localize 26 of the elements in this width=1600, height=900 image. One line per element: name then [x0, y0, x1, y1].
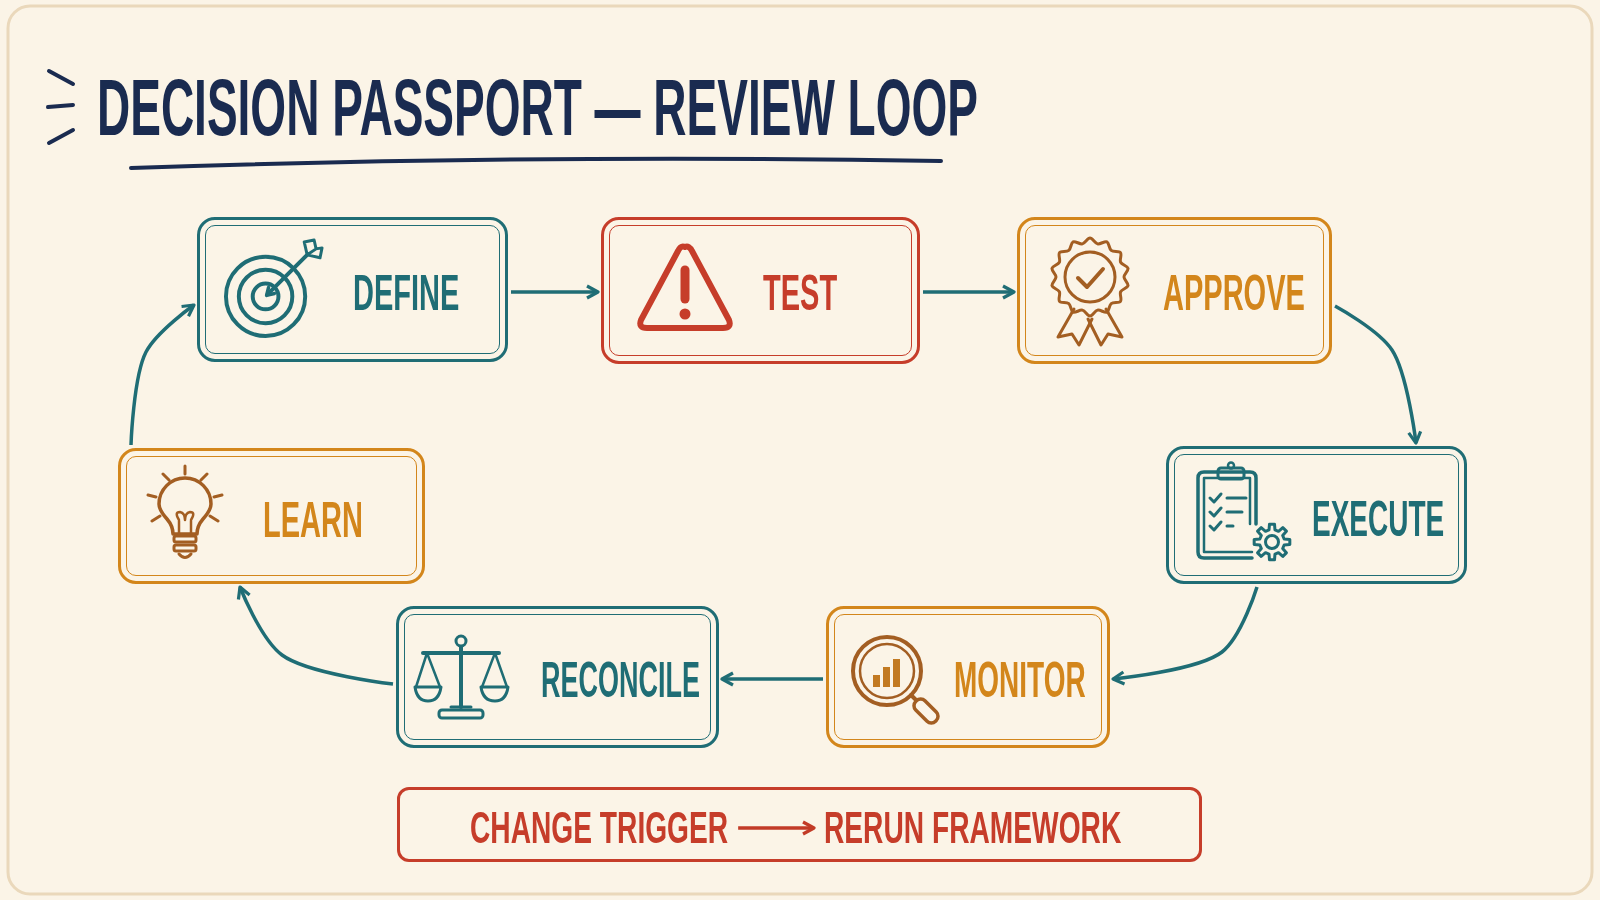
- diagram-title: DECISION PASSPORT — REVIEW LOOP: [97, 68, 978, 148]
- step-label: DEFINE: [353, 268, 460, 318]
- flow-arrow: [923, 284, 1016, 300]
- note-label: CHANGE TRIGGER: [470, 806, 729, 850]
- step-label: APPROVE: [1163, 268, 1305, 318]
- step-label: TEST: [763, 268, 838, 318]
- flow-arrow: [738, 820, 816, 836]
- step-box: [826, 606, 1110, 748]
- step-label: RECONCILE: [541, 655, 700, 705]
- flow-arrow: [1111, 586, 1259, 686]
- step-label: MONITOR: [954, 655, 1086, 705]
- flow-arrow: [1334, 304, 1423, 445]
- note-box: [397, 787, 1202, 862]
- flow-arrow: [236, 585, 394, 686]
- step-box: [601, 217, 920, 364]
- step-label: EXECUTE: [1312, 494, 1445, 544]
- step-box: [197, 217, 508, 362]
- step-box: [396, 606, 719, 748]
- flow-arrow: [511, 284, 600, 300]
- flow-arrow: [129, 303, 196, 446]
- step-label: LEARN: [263, 495, 363, 545]
- step-box: [1166, 446, 1467, 584]
- flow-arrow: [720, 671, 823, 687]
- step-box: [1017, 217, 1332, 364]
- note-label: RERUN FRAMEWORK: [824, 806, 1122, 850]
- step-box: [118, 448, 425, 584]
